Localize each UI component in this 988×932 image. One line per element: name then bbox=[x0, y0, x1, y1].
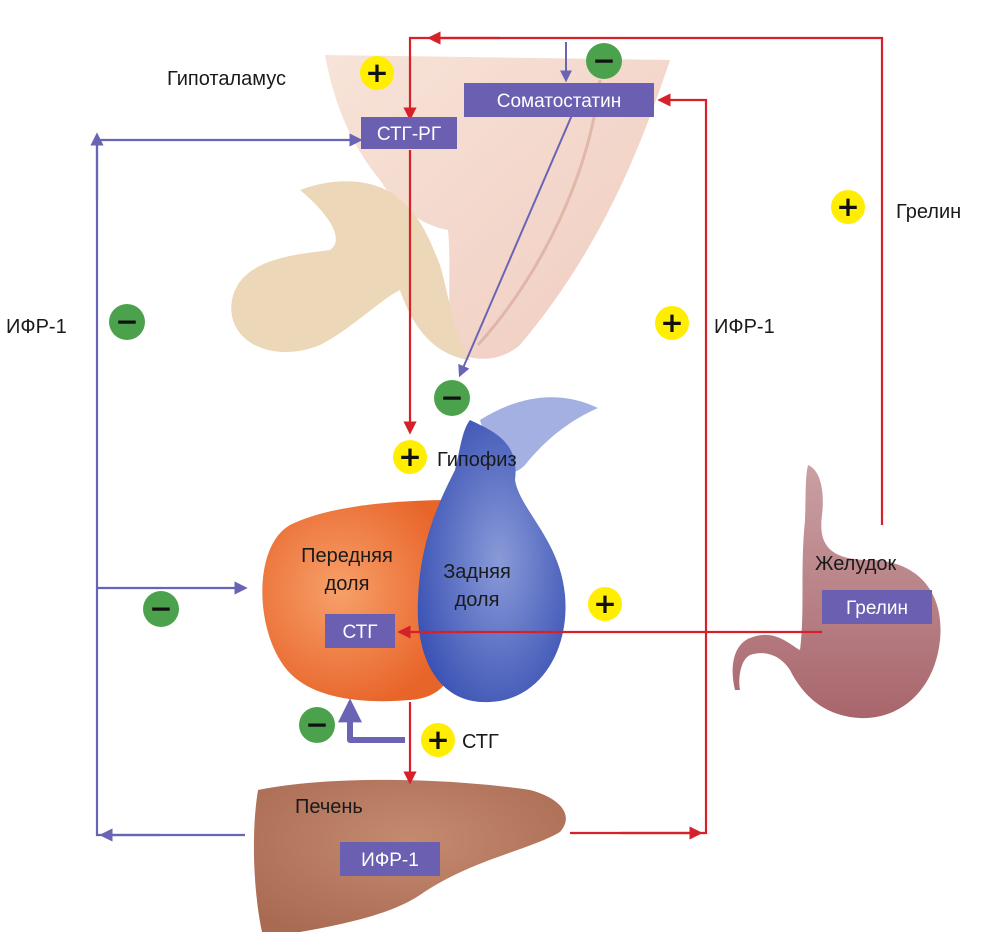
posterior-lobe-label-2: доля bbox=[455, 589, 500, 611]
plus-badge-hypothalamus: + bbox=[360, 56, 394, 90]
plus-badge-ghrelin-stg: + bbox=[588, 587, 622, 621]
svg-text:+: + bbox=[660, 306, 683, 339]
svg-text:ИФР-1: ИФР-1 bbox=[361, 850, 419, 871]
svg-text:+: + bbox=[593, 587, 616, 620]
svg-text:СТГ-РГ: СТГ-РГ bbox=[377, 124, 441, 145]
ghrelin-box: Грелин bbox=[822, 590, 932, 624]
anterior-lobe-label-2: доля bbox=[325, 573, 370, 595]
svg-text:−: − bbox=[440, 381, 463, 414]
svg-text:−: − bbox=[305, 708, 328, 741]
igf-left-loop-arrow bbox=[95, 133, 363, 837]
pituitary-label: Гипофиз bbox=[437, 449, 517, 471]
plus-badge-ghrelin: + bbox=[831, 190, 865, 224]
hypothalamus-label: Гипоталамус bbox=[167, 68, 286, 90]
stomach-label: Желудок bbox=[815, 553, 896, 575]
svg-text:Грелин: Грелин bbox=[846, 598, 908, 619]
igf-left-label: ИФР-1 bbox=[6, 316, 67, 338]
somatostatin-box: Соматостатин bbox=[464, 83, 654, 117]
plus-badge-igf-mid: + bbox=[655, 306, 689, 340]
stg-output-label: СТГ bbox=[462, 731, 499, 753]
svg-text:−: − bbox=[149, 592, 172, 625]
igf-box: ИФР-1 bbox=[340, 842, 440, 876]
igf-mid-label: ИФР-1 bbox=[714, 316, 775, 338]
ghrelin-to-hypothalamus-arrow bbox=[403, 36, 884, 525]
minus-badge-igf-left: − bbox=[109, 304, 145, 340]
minus-badge-anterior-lobe: − bbox=[143, 591, 179, 627]
svg-text:Соматостатин: Соматостатин bbox=[497, 91, 622, 112]
plus-badge-pituitary: + bbox=[393, 440, 427, 474]
stg-feedback-arrow bbox=[338, 698, 405, 743]
svg-text:−: − bbox=[592, 44, 615, 77]
plus-badge-stg-output: + bbox=[421, 723, 455, 757]
ghrelin-right-label: Грелин bbox=[896, 201, 961, 223]
svg-text:−: − bbox=[115, 305, 138, 338]
stg-rg-box: СТГ-РГ bbox=[361, 117, 457, 149]
svg-text:+: + bbox=[365, 56, 388, 89]
svg-text:СТГ: СТГ bbox=[343, 622, 378, 643]
posterior-lobe-label-1: Задняя bbox=[443, 561, 511, 583]
minus-badge-pituitary: − bbox=[434, 380, 470, 416]
somatostatin-to-pituitary-arrow bbox=[458, 114, 573, 378]
liver-label: Печень bbox=[295, 796, 363, 818]
minus-badge-stg-feedback: − bbox=[299, 707, 335, 743]
svg-text:+: + bbox=[836, 190, 859, 223]
anterior-lobe-label-1: Передняя bbox=[301, 545, 393, 567]
svg-text:+: + bbox=[426, 723, 449, 756]
stg-box: СТГ bbox=[325, 614, 395, 648]
anterior-lobe-shape bbox=[262, 500, 455, 702]
minus-badge-somatostatin: − bbox=[586, 43, 622, 79]
svg-text:+: + bbox=[398, 440, 421, 473]
